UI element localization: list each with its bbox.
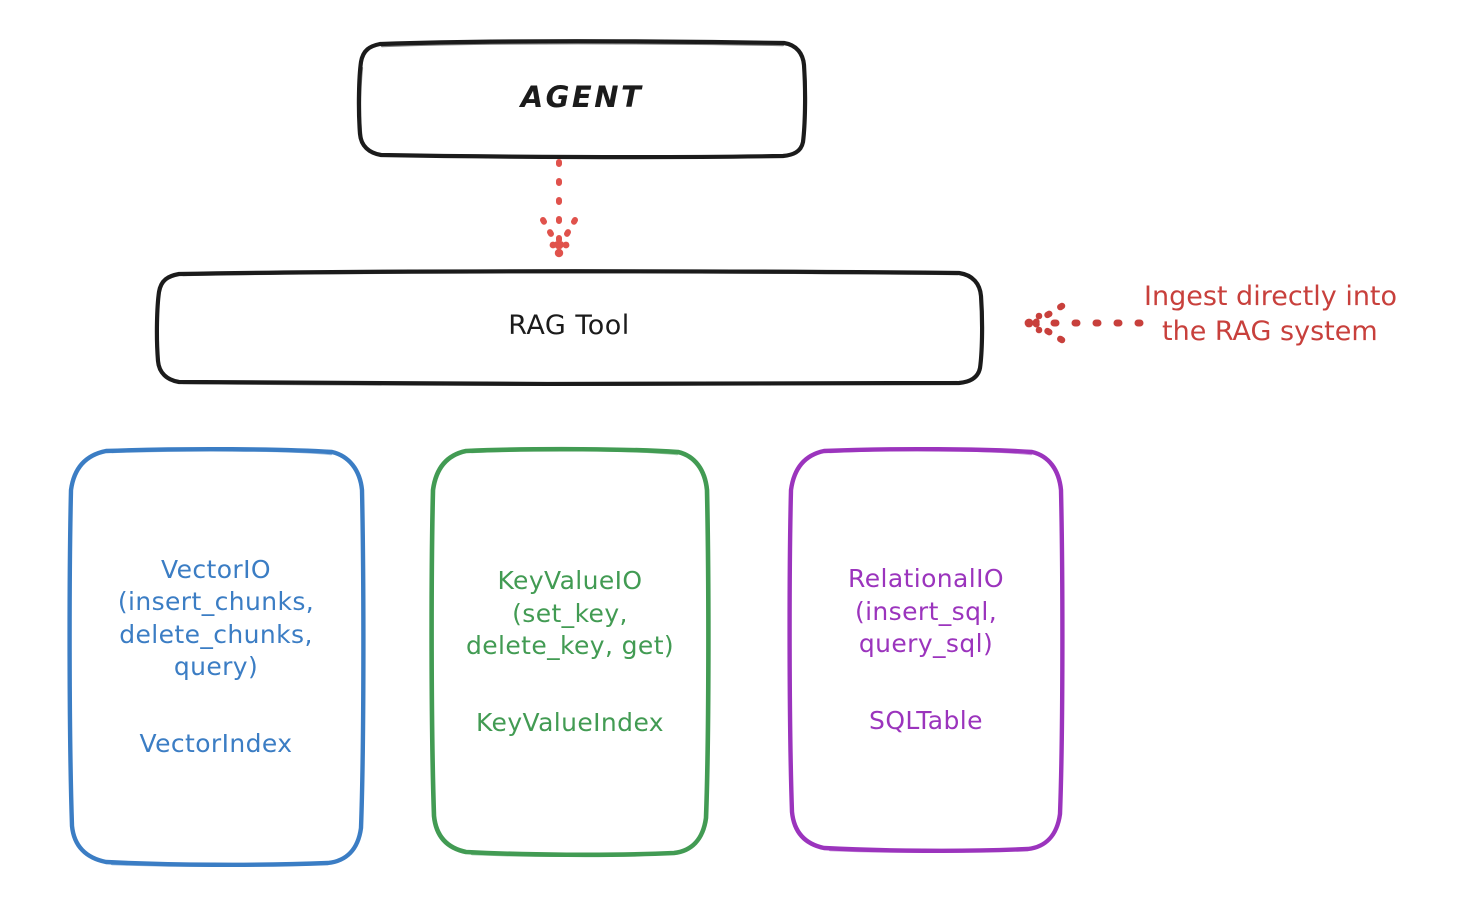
- agent-label-stack: AGENT: [356, 38, 808, 158]
- dotted-left-arrow-icon: [1024, 302, 1144, 344]
- node-relational-io[interactable]: RelationalIO (insert_sql, query_sql) SQL…: [786, 446, 1066, 854]
- key-value-io-index-block: KeyValueIndex: [436, 707, 704, 740]
- connector-agent-to-rag-tool: [500, 156, 620, 274]
- key-value-io-api-line-3: delete_key, get): [465, 631, 675, 660]
- vector-io-api-line-4: query): [173, 652, 259, 682]
- relational-io-index-block: SQLTable: [794, 705, 1058, 738]
- key-value-io-api-line-1: KeyValueIO: [497, 566, 643, 595]
- node-agent[interactable]: AGENT: [356, 38, 808, 160]
- vector-io-api-line-3: delete_chunks,: [119, 619, 313, 649]
- agent-label: AGENT: [520, 80, 644, 115]
- vector-io-index-block: VectorIndex: [74, 728, 358, 761]
- rag-tool-label: RAG Tool: [508, 310, 630, 342]
- vector-io-label-stack: VectorIO (insert_chunks, delete_chunks, …: [66, 446, 366, 868]
- relational-io-api-block: RelationalIO (insert_sql, query_sql): [794, 563, 1058, 661]
- key-value-io-api-block: KeyValueIO (set_key, delete_key, get): [436, 565, 704, 663]
- node-key-value-io[interactable]: KeyValueIO (set_key, delete_key, get) Ke…: [428, 446, 712, 858]
- key-value-io-label-stack: KeyValueIO (set_key, delete_key, get) Ke…: [428, 446, 712, 858]
- vector-io-api-line-2: (insert_chunks,: [117, 587, 315, 617]
- relational-io-index-line-1: SQLTable: [869, 705, 983, 735]
- node-vector-io[interactable]: VectorIO (insert_chunks, delete_chunks, …: [66, 446, 366, 868]
- relational-io-api-line-1: RelationalIO: [848, 564, 1004, 593]
- ingest-note-line-2: the RAG system: [1162, 316, 1378, 348]
- annotation-ingest-note: Ingest directly into the RAG system: [1144, 279, 1474, 349]
- rag-tool-label-stack: RAG Tool: [153, 268, 985, 384]
- vector-io-api-block: VectorIO (insert_chunks, delete_chunks, …: [74, 554, 358, 684]
- connector-ingest-into-rag: [1018, 300, 1146, 346]
- relational-io-api-line-2: (insert_sql,: [854, 596, 998, 626]
- key-value-io-api-line-2: (set_key,: [512, 598, 628, 628]
- node-rag-tool[interactable]: RAG Tool: [153, 268, 985, 387]
- ingest-note-line-1: Ingest directly into: [1144, 281, 1398, 312]
- dotted-down-arrow-icon: [540, 159, 578, 258]
- key-value-io-index-line-1: KeyValueIndex: [475, 707, 664, 737]
- relational-io-api-line-3: query_sql): [858, 629, 994, 658]
- relational-io-label-stack: RelationalIO (insert_sql, query_sql) SQL…: [786, 446, 1066, 854]
- vector-io-api-line-1: VectorIO: [161, 554, 271, 584]
- vector-io-index-line-1: VectorIndex: [139, 728, 293, 758]
